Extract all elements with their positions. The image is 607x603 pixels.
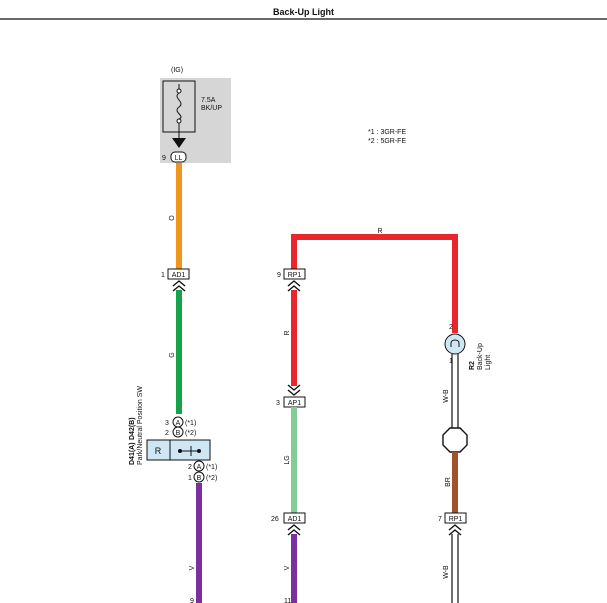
switch-conn-a-top-letter: A — [176, 420, 181, 427]
switch-range-label: R — [155, 446, 162, 456]
connector-rp1-right — [444, 512, 467, 524]
connector-ll-name: LL — [175, 155, 183, 162]
diagram-title: Back-Up Light — [272, 7, 334, 17]
wire-red-top-label: R — [377, 228, 382, 235]
wire-wb-upper-label: W-B — [443, 389, 450, 403]
lamp-name: Back-Up — [477, 343, 484, 370]
connector-ad1-top-pin: 1 — [161, 272, 165, 279]
connector-arrow-icon — [172, 138, 186, 148]
switch-note-2-bottom: (*2) — [206, 475, 217, 482]
switch-pin2-top: 2 — [165, 430, 169, 437]
wire-violet-mid-label: V — [284, 565, 291, 570]
connector-rp1-left-name: RP1 — [288, 272, 302, 279]
wire-wb-lower-label: W-B — [443, 565, 450, 579]
inline-connector-icon — [172, 280, 186, 292]
inline-connector-icon — [287, 524, 301, 536]
switch-note-2-top: (*2) — [185, 430, 196, 437]
wire-green-label: G — [169, 352, 176, 357]
switch-note-1-top: (*1) — [185, 420, 196, 427]
connector-ad1-bottom-pin: 26 — [271, 516, 279, 523]
switch-code-a: D41(A) — [129, 442, 136, 465]
connector-ad1-top — [167, 268, 190, 280]
switch-name: Park/Neutral Position SW — [137, 386, 144, 465]
wire-violet-left-label: V — [189, 565, 196, 570]
connector-rp1-right-name: RP1 — [449, 516, 463, 523]
lamp-code: R2 — [469, 361, 476, 370]
note-2: *2 : 5GR-FE — [368, 138, 406, 145]
fuse-rating: 7.5A — [201, 97, 216, 104]
bottom-mid-pin: 11 — [284, 598, 291, 603]
wire-brown-label: BR — [445, 477, 452, 487]
switch-conn-b-bottom — [193, 471, 205, 483]
fuse-name: BK/UP — [201, 105, 222, 112]
fuse-terminal-bottom — [176, 118, 182, 124]
connector-rp1-right-pin: 7 — [438, 516, 442, 523]
connector-ad1-bottom — [283, 512, 306, 524]
lamp-pin-bottom: 1 — [449, 358, 453, 365]
switch-conn-b-top — [172, 426, 184, 438]
wire-orange-label: O — [169, 215, 176, 221]
connector-ad1-bottom-name: AD1 — [288, 516, 302, 523]
inline-connector-icon — [287, 280, 301, 292]
connector-ap1-name: AP1 — [288, 400, 301, 407]
switch-conn-a-bottom — [193, 460, 205, 472]
inline-connector-icon — [287, 384, 301, 396]
switch-conn-b-top-letter: B — [176, 430, 181, 437]
bulb-icon — [450, 339, 460, 347]
note-1: *1 : 3GR-FE — [368, 129, 406, 136]
switch-conn-b-bottom-letter: B — [197, 475, 202, 482]
switch-pin3: 3 — [165, 420, 169, 427]
connector-ad1-top-name: AD1 — [172, 272, 186, 279]
inline-connector-icon — [448, 524, 462, 536]
switch-contact-right — [197, 449, 201, 453]
connector-rp1-left-pin: 9 — [277, 272, 281, 279]
wire-red-loop — [291, 234, 458, 333]
fuse-icon — [176, 92, 182, 120]
bottom-left-pin: 9 — [190, 598, 194, 603]
wire-red-left-label: R — [284, 330, 291, 335]
connector-ap1-pin: 3 — [276, 400, 280, 407]
lamp-pin-top: 2 — [449, 324, 453, 331]
fuse-terminal-top — [176, 88, 182, 94]
switch-pin2-bottom: 2 — [188, 464, 192, 471]
switch-note-1-bottom: (*1) — [206, 464, 217, 471]
connector-rp1-left — [283, 268, 306, 280]
fuse-supply-label: (IG) — [171, 67, 183, 74]
switch-pin1: 1 — [188, 475, 192, 482]
lamp-bulb — [444, 333, 466, 355]
lamp-name-2: Light — [485, 355, 492, 370]
switch-code-b: D42(B) — [129, 417, 136, 440]
switch-conn-a-bottom-letter: A — [197, 464, 202, 471]
wire-light-green-label: LG — [284, 455, 291, 464]
connector-ll-pin: 9 — [162, 155, 166, 162]
connector-ll — [170, 151, 187, 163]
junction-octagon — [442, 427, 468, 453]
